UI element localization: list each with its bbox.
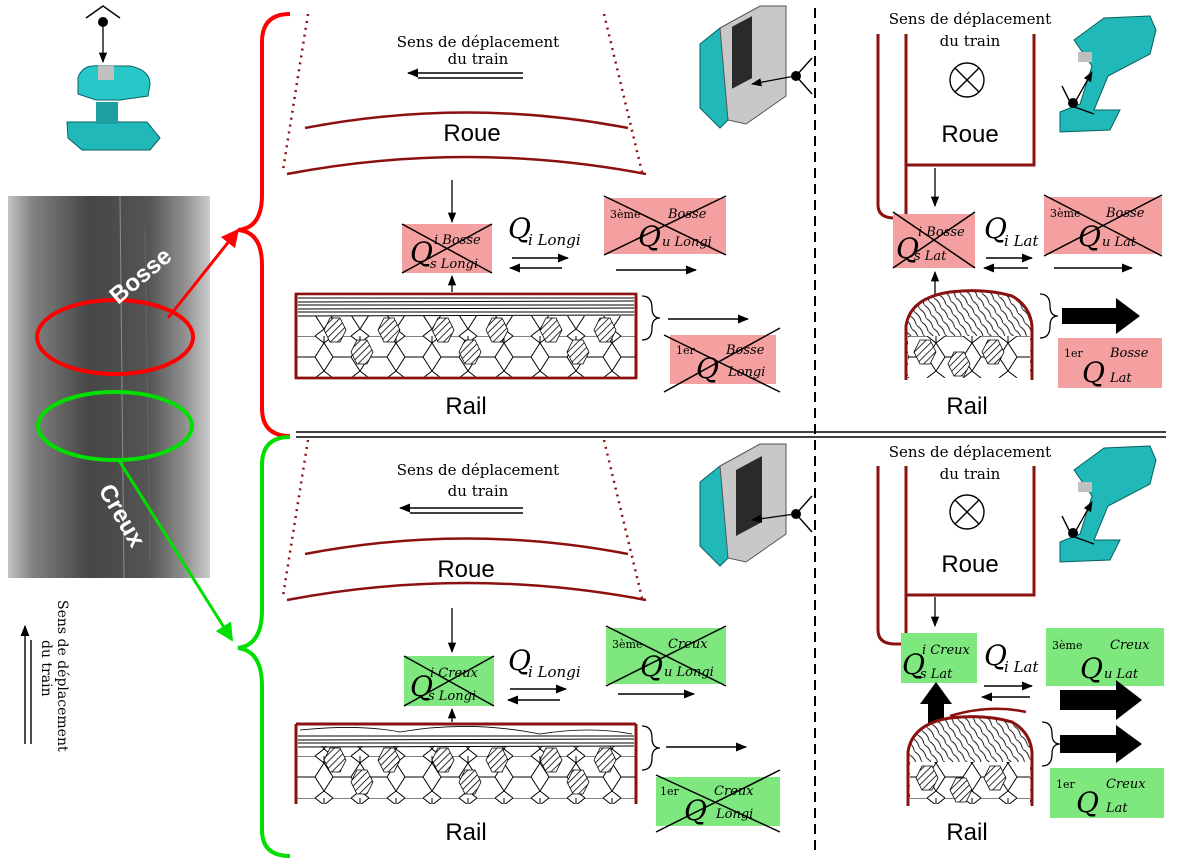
bl-q-first-main: Q [684, 794, 707, 827]
tr-q-under-main: Q [1078, 220, 1101, 253]
train-direction-vertical: Sens de déplacement du train [20, 600, 70, 752]
tl-q-under-pre: 3ème [610, 208, 640, 221]
tr-q-inter-main: Q [984, 212, 1007, 245]
rail-end-view-icon-2 [1059, 445, 1157, 563]
br-q-first-sub: Lat [1105, 801, 1128, 816]
tr-roue: Roue [941, 121, 998, 148]
tl-q-first-pre: 1er [676, 344, 696, 357]
bl-q-first-sub: Longi [715, 807, 753, 822]
tr-q-first-sup: Bosse [1109, 346, 1149, 361]
tr-q-under-sub: u Lat [1102, 235, 1137, 250]
tr-q-surface-sub: s Lat [914, 249, 947, 264]
panel-bosse-lateral: Sens de déplacement du train Roue Q i Bo… [876, 10, 1163, 420]
bl-q-under-sub: u Longi [664, 665, 714, 680]
bl-q-inter-main: Q [508, 644, 531, 677]
bl-q-surface-main: Q [410, 670, 433, 703]
rail-side-view-icon [699, 5, 813, 129]
br-q-first-main: Q [1076, 786, 1099, 819]
br-rail: Rail [946, 819, 987, 846]
br-q-inter-sub: i Lat [1004, 658, 1039, 676]
bosse-zone [35, 298, 195, 376]
tl-roue: Roue [443, 120, 500, 147]
br-q-surface-main: Q [902, 648, 925, 681]
tl-direction-1: Sens de déplacement [397, 33, 559, 51]
rail-top-view-icon [66, 5, 161, 151]
bl-q-under-main: Q [640, 650, 663, 683]
tr-direction-1: Sens de déplacement [889, 10, 1051, 28]
bl-roue: Roue [437, 556, 494, 583]
tr-direction-2: du train [940, 32, 1001, 50]
tl-q-surface-main: Q [410, 236, 433, 269]
tr-rail: Rail [946, 393, 987, 420]
br-roue: Roue [941, 551, 998, 578]
tl-q-first-sub: Longi [727, 365, 765, 380]
br-direction-1: Sens de déplacement [889, 443, 1051, 461]
bl-q-under-pre: 3ème [612, 638, 642, 651]
tl-rail: Rail [445, 393, 486, 420]
tl-q-inter-sub: i Longi [528, 231, 581, 249]
panel-creux-lateral: Sens de déplacement du train Roue Q i Cr… [876, 443, 1164, 846]
tr-q-first-sub: Lat [1109, 371, 1132, 386]
tl-q-under-sub: u Longi [662, 235, 712, 250]
bl-q-inter-sub: i Longi [528, 663, 581, 681]
tl-q-inter-main: Q [508, 212, 531, 245]
panel-creux-longitudinal: Sens de déplacement du train Roue Q i Cr… [281, 439, 813, 846]
br-q-first-sup: Creux [1106, 777, 1146, 792]
br-q-first-pre: 1er [1056, 778, 1076, 791]
br-q-under-sub: u Lat [1104, 667, 1139, 682]
panel-bosse-longitudinal: Sens de déplacement du train Roue Q i Bo… [281, 5, 813, 420]
rail-end-view-icon [1059, 15, 1157, 133]
tl-q-under-main: Q [638, 220, 661, 253]
br-q-under-pre: 3ème [1052, 639, 1082, 652]
br-q-surface-sup: i Creux [922, 643, 971, 658]
bl-q-first-pre: 1er [660, 785, 680, 798]
creux-zone [36, 390, 194, 462]
tr-q-inter-sub: i Lat [1004, 232, 1039, 250]
bl-q-surface-sub: s Longi [428, 689, 476, 704]
bl-direction-1: Sens de déplacement [397, 461, 559, 479]
tl-q-first-sup: Bosse [725, 343, 765, 358]
tr-q-under-pre: 3ème [1050, 207, 1080, 220]
rail-side-view-icon-2 [699, 443, 813, 567]
br-q-surface-sub: s Lat [920, 667, 953, 682]
bl-direction-2: du train [448, 482, 509, 500]
tr-q-surface-sup: i Bosse [918, 225, 965, 240]
br-q-under-main: Q [1080, 652, 1103, 685]
br-q-inter-main: Q [984, 639, 1007, 672]
rail-photo: Bosse Creux [8, 195, 210, 579]
vertical-direction-label-1: Sens de déplacement [54, 600, 70, 752]
tr-q-surface-main: Q [896, 232, 919, 265]
tr-q-first-main: Q [1082, 356, 1105, 389]
tl-q-surface-sub: s Longi [430, 257, 478, 272]
bl-rail: Rail [445, 819, 486, 846]
bosse-link-arrow [166, 228, 240, 319]
br-direction-2: du train [940, 465, 1001, 483]
creux-brace [237, 435, 291, 858]
creux-link-arrow [116, 458, 234, 642]
br-q-under-sup: Creux [1110, 638, 1150, 653]
bosse-brace [237, 12, 291, 438]
tr-q-first-pre: 1er [1064, 347, 1084, 360]
vertical-direction-label-2: du train [38, 640, 54, 697]
tl-direction-2: du train [448, 50, 509, 68]
